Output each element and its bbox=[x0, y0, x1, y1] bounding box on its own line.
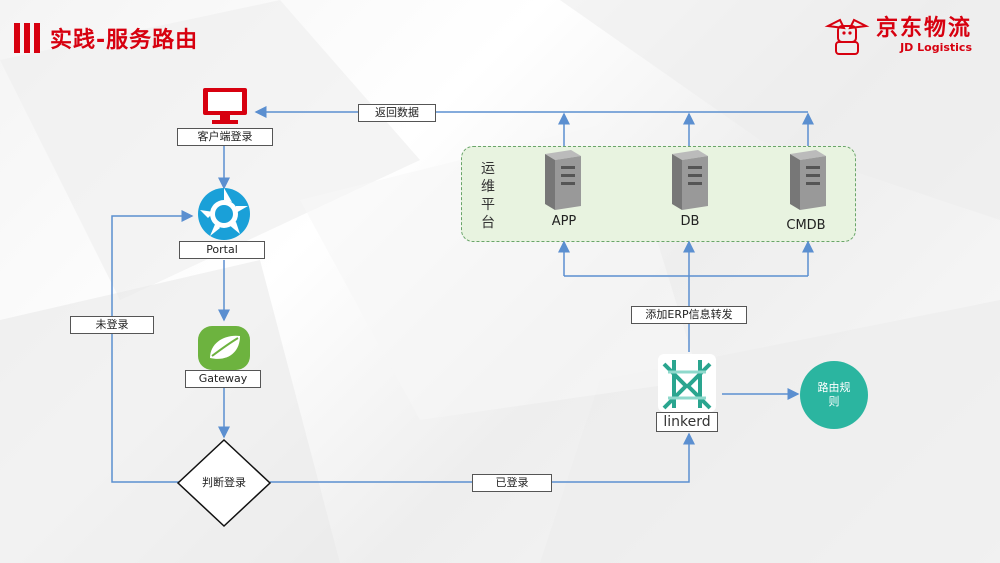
gateway-label: Gateway bbox=[185, 370, 261, 388]
linkerd-icon bbox=[658, 354, 716, 412]
logo-en: JD Logistics bbox=[900, 41, 972, 54]
portal-aperture-icon bbox=[198, 188, 250, 240]
ops-platform-label: 运维平台 bbox=[481, 161, 495, 231]
spring-leaf-icon bbox=[198, 326, 250, 370]
app-server-icon bbox=[545, 150, 581, 210]
linkerd-label: linkerd bbox=[656, 412, 718, 432]
server-app-label: APP bbox=[551, 214, 577, 229]
not-logged-in-label: 未登录 bbox=[70, 316, 154, 334]
decision-label: 判断登录 bbox=[202, 476, 246, 489]
forward-erp-label: 添加ERP信息转发 bbox=[631, 306, 747, 324]
cmdb-server-icon bbox=[790, 150, 826, 210]
logo-cn: 京东物流 bbox=[875, 16, 972, 41]
portal-label: Portal bbox=[179, 241, 265, 259]
decision-diamond bbox=[176, 438, 272, 528]
db-server-icon bbox=[672, 150, 708, 210]
jd-logistics-logo: 京东物流 JD Logistics bbox=[824, 16, 972, 56]
monitor-icon bbox=[203, 88, 247, 124]
server-cmdb-label: CMDB bbox=[786, 218, 826, 233]
route-rules-node: 路由规则 bbox=[800, 361, 868, 429]
jd-dog-icon bbox=[824, 18, 870, 55]
title-bars-icon bbox=[14, 23, 40, 53]
return-data-label: 返回数据 bbox=[358, 104, 436, 122]
route-rules-label: 路由规则 bbox=[817, 381, 851, 408]
page-title: 实践-服务路由 bbox=[14, 22, 198, 54]
client-login-label: 客户端登录 bbox=[177, 128, 273, 146]
title-text: 实践-服务路由 bbox=[50, 28, 199, 53]
logged-in-label: 已登录 bbox=[472, 474, 552, 492]
server-db-label: DB bbox=[680, 214, 700, 229]
